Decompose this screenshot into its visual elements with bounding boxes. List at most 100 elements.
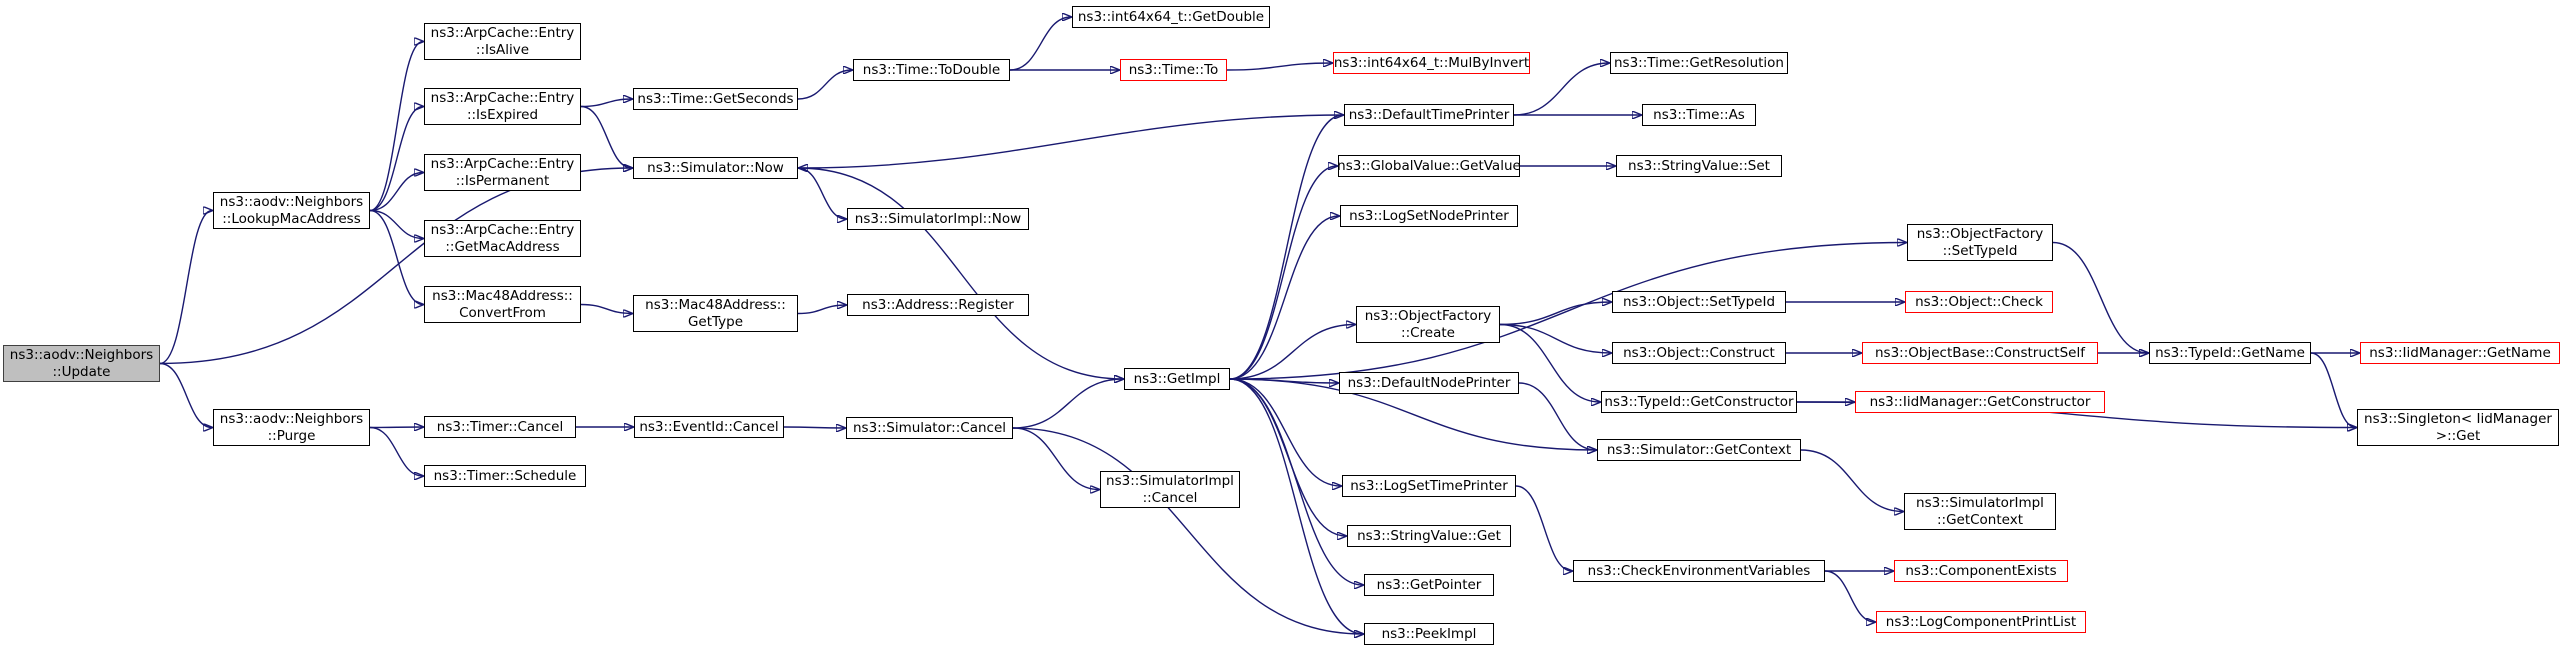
node-isalive[interactable]: ns3::ArpCache::Entry::IsAlive	[424, 23, 581, 60]
node-label: ::SetTypeId	[1942, 242, 2018, 259]
edge-simcancel-to-simimplcancel	[1012, 427, 1099, 490]
node-getimpl[interactable]: ns3::GetImpl	[1124, 368, 1230, 390]
node-label: ns3::PeekImpl	[1381, 625, 1477, 642]
node-label: >::Get	[2435, 427, 2481, 444]
node-convertfrom[interactable]: ns3::Mac48Address::ConvertFrom	[424, 286, 581, 323]
node-todouble[interactable]: ns3::Time::ToDouble	[853, 59, 1010, 81]
node-timeto[interactable]: ns3::Time::To	[1120, 59, 1227, 81]
edge-lookup-to-isexpired	[369, 107, 423, 212]
node-label: ns3::ArpCache::Entry	[430, 24, 575, 41]
node-objsettypeid[interactable]: ns3::Object::SetTypeId	[1612, 291, 1786, 313]
node-simimplcancel[interactable]: ns3::SimulatorImpl::Cancel	[1100, 471, 1240, 508]
node-getresolution[interactable]: ns3::Time::GetResolution	[1610, 52, 1788, 74]
edge-todouble-to-getdouble	[1009, 17, 1071, 71]
node-label: ::Cancel	[1142, 489, 1198, 506]
node-timerschedule[interactable]: ns3::Timer::Schedule	[424, 465, 586, 487]
edge-update-to-purge	[159, 362, 212, 428]
edge-getimpl-to-logsetnodeprinter	[1229, 216, 1339, 380]
node-logcomponentprintlist[interactable]: ns3::LogComponentPrintList	[1876, 611, 2086, 633]
edge-isexpired-to-simnow	[580, 105, 632, 169]
edge-getseconds-to-todouble	[797, 70, 852, 100]
node-peekimpl[interactable]: ns3::PeekImpl	[1364, 623, 1494, 645]
node-getpointer[interactable]: ns3::GetPointer	[1364, 574, 1494, 596]
node-simimplnow[interactable]: ns3::SimulatorImpl::Now	[847, 208, 1029, 230]
node-ispermanent[interactable]: ns3::ArpCache::Entry::IsPermanent	[424, 154, 581, 191]
node-label: ns3::ObjectFactory	[1364, 307, 1492, 324]
node-simcancel[interactable]: ns3::Simulator::Cancel	[846, 417, 1013, 439]
node-label: ns3::Time::ToDouble	[862, 61, 1001, 78]
node-label: ns3::Object::Check	[1915, 293, 2043, 310]
node-singletonget[interactable]: ns3::Singleton< IidManager >::Get	[2357, 409, 2559, 446]
node-iidgetname[interactable]: ns3::IidManager::GetName	[2360, 342, 2560, 364]
node-timercancel[interactable]: ns3::Timer::Cancel	[424, 416, 576, 438]
node-eventcancel[interactable]: ns3::EventId::Cancel	[634, 416, 784, 438]
node-logsetnodeprinter[interactable]: ns3::LogSetNodePrinter	[1340, 205, 1518, 227]
node-checkenv[interactable]: ns3::CheckEnvironmentVariables	[1573, 560, 1825, 582]
node-label: ns3::LogComponentPrintList	[1885, 613, 2077, 630]
node-label: ::LookupMacAddress	[222, 210, 361, 227]
node-label: GetType	[687, 313, 744, 330]
node-ofsettypeid[interactable]: ns3::ObjectFactory::SetTypeId	[1907, 224, 2053, 261]
node-mulbyinvert[interactable]: ns3::int64x64_t::MulByInvert	[1333, 52, 1530, 74]
node-addrregister[interactable]: ns3::Address::Register	[847, 294, 1029, 316]
node-label: ns3::ObjectFactory	[1916, 225, 2044, 242]
node-label: ns3::SimulatorImpl	[1106, 472, 1234, 489]
node-objconstruct[interactable]: ns3::Object::Construct	[1612, 342, 1786, 364]
node-label: ns3::TypeId::GetConstructor	[1604, 393, 1794, 410]
node-typeidgetname[interactable]: ns3::TypeId::GetName	[2149, 342, 2311, 364]
edge-getimpl-to-globalgetvalue	[1229, 166, 1337, 380]
node-purge[interactable]: ns3::aodv::Neighbors::Purge	[213, 409, 370, 446]
edge-ofcreate-to-typeidgetconstructor	[1499, 323, 1600, 403]
node-label: ns3::ObjectBase::ConstructSelf	[1875, 344, 2085, 361]
node-stringvalueget[interactable]: ns3::StringValue::Get	[1347, 525, 1511, 547]
node-constructself[interactable]: ns3::ObjectBase::ConstructSelf	[1862, 342, 2098, 364]
node-getmac[interactable]: ns3::ArpCache::Entry::GetMacAddress	[424, 220, 581, 257]
node-getseconds[interactable]: ns3::Time::GetSeconds	[633, 88, 798, 110]
node-label: ns3::EventId::Cancel	[639, 418, 779, 435]
node-stringvalueset[interactable]: ns3::StringValue::Set	[1616, 155, 1782, 177]
node-globalgetvalue[interactable]: ns3::GlobalValue::GetValue	[1337, 155, 1521, 177]
edge-getimpl-to-ofsettypeid	[1229, 243, 1906, 380]
node-label: ::Purge	[267, 427, 316, 444]
node-label: ::IsPermanent	[455, 172, 550, 189]
node-label: ns3::ArpCache::Entry	[430, 155, 575, 172]
node-label: ::GetContext	[1936, 511, 2024, 528]
edge-getimpl-to-simgetcontext	[1229, 378, 1596, 450]
node-defaultnodeprinter[interactable]: ns3::DefaultNodePrinter	[1339, 372, 1519, 394]
edge-simgetcontext-to-simimplgetcontext	[1800, 449, 1903, 512]
node-simnow[interactable]: ns3::Simulator::Now	[633, 157, 798, 179]
node-label: ns3::Simulator::Now	[647, 159, 784, 176]
node-label: ns3::DefaultNodePrinter	[1347, 374, 1511, 391]
node-timeas[interactable]: ns3::Time::As	[1642, 104, 1756, 126]
edge-ofsettypeid-to-typeidgetname	[2052, 241, 2148, 354]
edge-simcancel-to-getimpl	[1012, 379, 1123, 429]
node-label: ns3::TypeId::GetName	[2155, 344, 2305, 361]
node-objcheck[interactable]: ns3::Object::Check	[1905, 291, 2053, 313]
edge-getimpl-to-peekimpl	[1229, 378, 1363, 634]
edge-defaulttimeprinter-to-getresolution	[1513, 63, 1609, 116]
edge-getimpl-to-logsettimeprinter	[1229, 378, 1341, 486]
edge-lookup-to-ispermanent	[369, 173, 423, 212]
node-logsettimeprinter[interactable]: ns3::LogSetTimePrinter	[1342, 475, 1516, 497]
node-isexpired[interactable]: ns3::ArpCache::Entry::IsExpired	[424, 88, 581, 125]
edge-purge-to-timerschedule	[369, 426, 423, 477]
node-getdouble[interactable]: ns3::int64x64_t::GetDouble	[1072, 6, 1270, 28]
node-label: ns3::Time::GetResolution	[1613, 54, 1784, 71]
node-iidgetconstructor[interactable]: ns3::IidManager::GetConstructor	[1855, 391, 2105, 413]
node-update: ns3::aodv::Neighbors::Update	[3, 345, 160, 382]
node-label: ns3::SimulatorImpl::Now	[854, 210, 1022, 227]
node-simimplgetcontext[interactable]: ns3::SimulatorImpl::GetContext	[1904, 493, 2056, 530]
node-typeidgetconstructor[interactable]: ns3::TypeId::GetConstructor	[1601, 391, 1797, 413]
edge-convertfrom-to-mac48gettype	[580, 303, 632, 314]
node-mac48gettype[interactable]: ns3::Mac48Address::GetType	[633, 295, 798, 332]
edge-getimpl-to-ofcreate	[1229, 325, 1355, 380]
node-lookup[interactable]: ns3::aodv::Neighbors::LookupMacAddress	[213, 192, 370, 229]
node-defaulttimeprinter[interactable]: ns3::DefaultTimePrinter	[1344, 104, 1514, 126]
node-label: ns3::Time::To	[1128, 61, 1219, 78]
node-componentexists[interactable]: ns3::ComponentExists	[1894, 560, 2068, 582]
node-label: ns3::Simulator::GetContext	[1606, 441, 1792, 458]
node-label: ns3::LogSetNodePrinter	[1349, 207, 1509, 224]
node-label: ns3::GetPointer	[1376, 576, 1482, 593]
node-ofcreate[interactable]: ns3::ObjectFactory::Create	[1356, 306, 1500, 343]
node-simgetcontext[interactable]: ns3::Simulator::GetContext	[1597, 439, 1801, 461]
